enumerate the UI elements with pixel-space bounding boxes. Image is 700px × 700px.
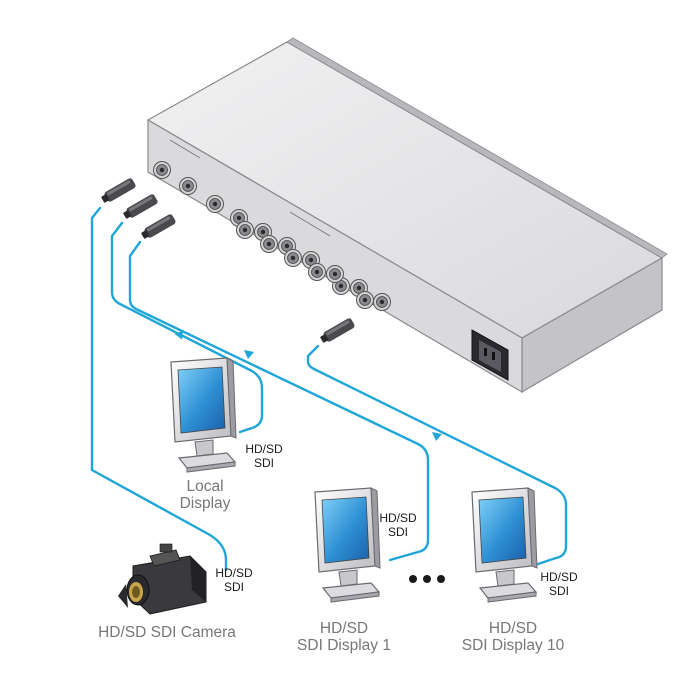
chassis-back-panel <box>147 118 523 394</box>
camera-caption: HD/SD SDI Camera <box>98 624 236 641</box>
display-10-caption: HD/SD SDI Display 10 <box>461 620 565 654</box>
signal-label-camera: HD/SD SDI <box>215 566 253 594</box>
cable-camera-input <box>90 206 228 572</box>
video-distributor-device <box>146 37 668 394</box>
local-display-caption: Local Display <box>179 478 231 512</box>
monitor-icon <box>471 487 538 603</box>
video-camera-icon <box>118 543 207 615</box>
more-displays-ellipsis <box>409 575 445 583</box>
signal-label-display10: HD/SD SDI <box>540 570 578 598</box>
cable-display-10 <box>306 344 568 566</box>
cable-display-1 <box>128 240 430 562</box>
signal-label-display1: HD/SD SDI <box>379 511 417 539</box>
signal-label-local: HD/SD SDI <box>245 442 283 470</box>
monitor-icon <box>170 357 237 473</box>
monitor-icon <box>314 487 381 603</box>
arrow-local <box>174 330 184 340</box>
power-socket-icon <box>471 329 509 381</box>
arrow-display10 <box>432 432 442 441</box>
display-1-caption: HD/SD SDI Display 1 <box>297 620 391 654</box>
cable-local-display <box>110 221 264 434</box>
arrow-display1 <box>244 350 254 359</box>
